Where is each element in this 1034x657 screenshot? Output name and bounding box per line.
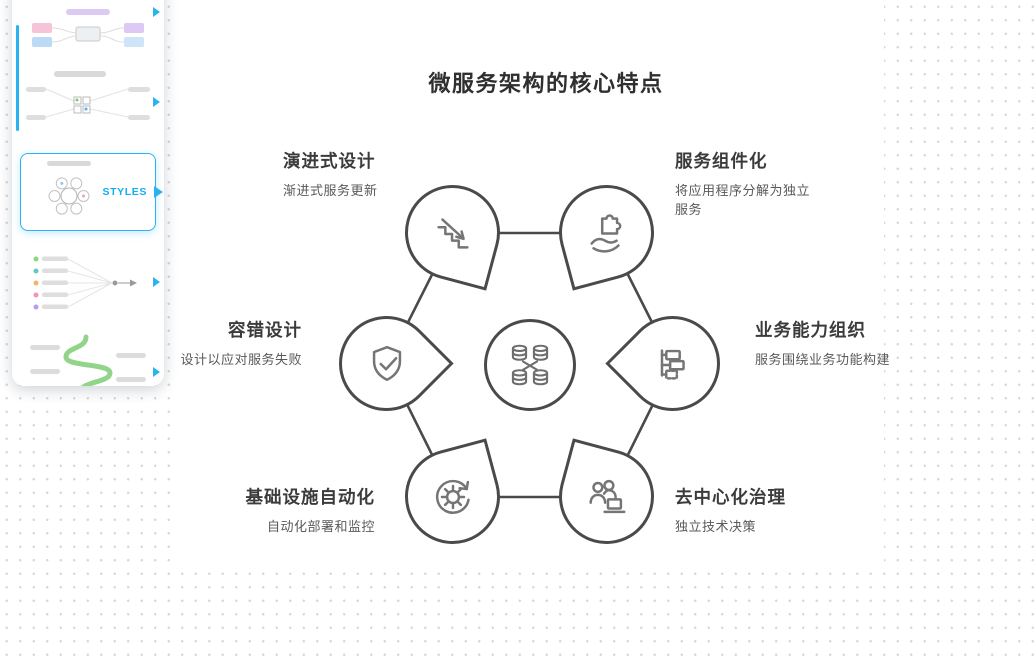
label-infrastructure-automation: 基础设施自动化 自动化部署和监控: [168, 484, 375, 537]
node-subtitle[interactable]: 将应用程序分解为独立服务: [675, 183, 811, 217]
gear-refresh-icon: [435, 479, 470, 514]
serpentine-timeline-style-preview: [30, 334, 146, 386]
shield-check-icon: [372, 345, 401, 381]
style-option-hexagon-cluster-selected[interactable]: STYLES: [20, 153, 156, 231]
style-thumbnail-fan-list: [20, 243, 160, 321]
style-option-flowchart[interactable]: [20, 0, 156, 51]
node-title[interactable]: 去中心化治理: [675, 487, 786, 507]
label-service-componentization: 服务组件化 将应用程序分解为独立服务: [675, 148, 817, 220]
style-expand-arrow-icon[interactable]: [153, 277, 160, 287]
node-service-componentization[interactable]: [548, 174, 665, 291]
diagram-title[interactable]: 微服务架构的核心特点: [428, 71, 664, 96]
style-thumbnail-flowchart: [20, 0, 160, 51]
node-title[interactable]: 演进式设计: [283, 151, 376, 171]
fan-list-style-preview: [33, 256, 137, 310]
people-laptop-icon: [588, 479, 625, 513]
hexagon-cluster-style-preview: [47, 161, 91, 215]
style-thumbnail-serpentine: [20, 333, 160, 386]
hand-puzzle-icon: [589, 213, 621, 253]
petal-icon-holder: [628, 319, 717, 408]
petal-icon-holder: [562, 452, 651, 541]
flowchart-style-preview: [32, 9, 144, 47]
stairs-descend-arrow-icon: [436, 217, 469, 249]
radial-network-style-preview: [26, 71, 150, 120]
label-decentralized-governance: 去中心化治理 独立技术决策: [675, 484, 875, 537]
node-fault-tolerant-design[interactable]: [319, 296, 454, 431]
label-fault-tolerant-design: 容错设计 设计以应对服务失败: [120, 317, 302, 370]
style-expand-arrow-icon[interactable]: [153, 97, 160, 107]
styles-label: STYLES: [102, 186, 147, 198]
petal-icon-holder: [408, 188, 497, 277]
style-expand-arrow-icon[interactable]: [154, 186, 163, 198]
styles-sidebar: STYLES: [12, 0, 164, 386]
center-node[interactable]: [484, 319, 576, 411]
style-option-serpentine[interactable]: [20, 333, 156, 386]
petal-icon-holder: [562, 188, 651, 277]
node-infrastructure-automation[interactable]: [394, 438, 511, 555]
node-subtitle[interactable]: 设计以应对服务失败: [180, 352, 302, 367]
org-chart-boxes-icon: [660, 348, 685, 380]
node-subtitle[interactable]: 自动化部署和监控: [266, 519, 375, 534]
style-option-network[interactable]: [20, 63, 156, 141]
petal-icon-holder: [342, 319, 431, 408]
label-business-capability: 业务能力组织 服务围绕业务功能构建: [755, 317, 975, 370]
node-decentralized-governance[interactable]: [548, 438, 665, 555]
node-subtitle[interactable]: 独立技术决策: [675, 519, 757, 534]
node-title[interactable]: 业务能力组织: [755, 320, 866, 340]
node-subtitle[interactable]: 渐进式服务更新: [283, 183, 378, 198]
node-evolutionary-design[interactable]: [394, 174, 511, 291]
label-evolutionary-design: 演进式设计 渐进式服务更新: [283, 148, 483, 201]
style-thumbnail-network: [20, 63, 160, 141]
style-expand-arrow-icon[interactable]: [153, 7, 160, 17]
node-subtitle[interactable]: 服务围绕业务功能构建: [755, 352, 891, 367]
node-title[interactable]: 服务组件化: [675, 151, 768, 171]
style-option-fan-list[interactable]: [20, 243, 156, 321]
node-business-capability[interactable]: [605, 296, 740, 431]
style-expand-arrow-icon[interactable]: [153, 367, 160, 377]
crossed-databases-icon: [511, 344, 549, 386]
sidebar-scrollbar[interactable]: [16, 25, 19, 131]
style-thumbnail-hexagon-cluster: STYLES: [20, 153, 163, 231]
petal-icon-holder: [408, 452, 497, 541]
node-title[interactable]: 基础设施自动化: [245, 487, 375, 507]
node-title[interactable]: 容错设计: [228, 320, 302, 340]
